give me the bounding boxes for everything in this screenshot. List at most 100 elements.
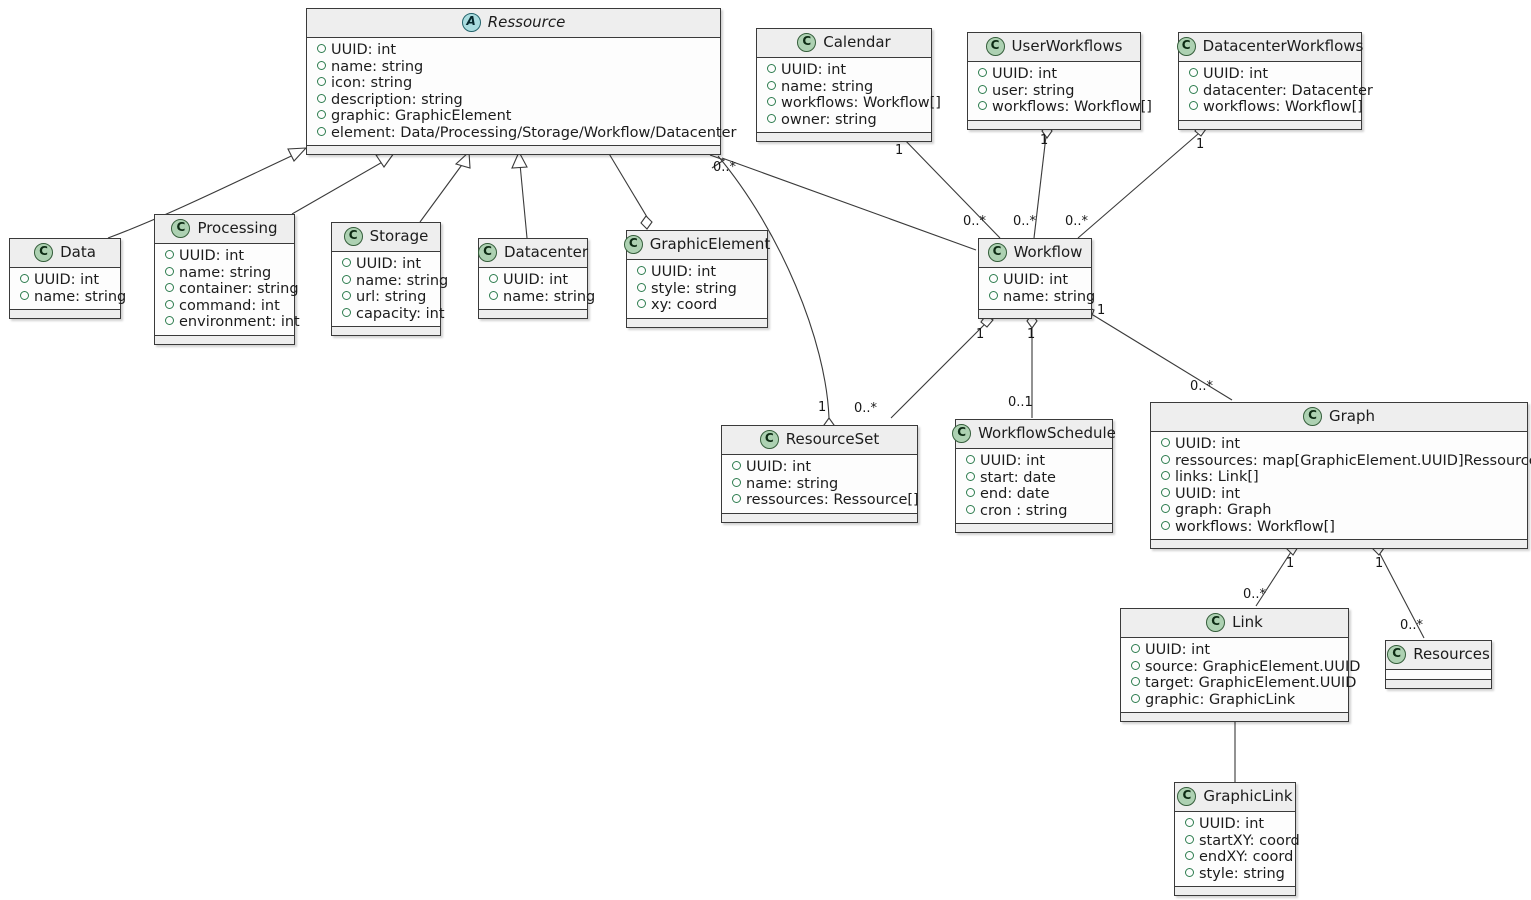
public-visibility-icon — [165, 299, 174, 309]
multiplicity-label: 1 — [895, 143, 904, 158]
attribute-text: environment: int — [179, 314, 300, 330]
multiplicity-label: 1 — [1196, 137, 1205, 152]
public-visibility-icon — [732, 477, 741, 487]
attribute-text: xy: coord — [651, 297, 718, 313]
multiplicity-label: 0..* — [1013, 214, 1037, 229]
attribute-row: name: string — [340, 273, 448, 290]
public-visibility-icon — [20, 290, 29, 300]
public-visibility-icon — [966, 455, 975, 464]
attribute-text: UUID: int — [980, 453, 1046, 469]
attribute-row: element: Data/Processing/Storage/Workflo… — [315, 125, 736, 142]
public-visibility-icon — [978, 84, 987, 94]
attribute-row: UUID: int — [635, 264, 761, 281]
attribute-text: cron : string — [980, 502, 1068, 519]
attribute-row: xy: coord — [635, 297, 761, 314]
attribute-text: workflows: Workflow[] — [1175, 518, 1335, 535]
attribute-text: name: string — [356, 272, 449, 289]
multiplicity-label: 0..* — [1243, 587, 1267, 602]
public-visibility-icon — [317, 60, 326, 70]
attribute-text: UUID: int — [1175, 485, 1241, 502]
public-visibility-icon — [637, 299, 646, 308]
class-name-resources: Resources — [1413, 645, 1490, 664]
public-visibility-icon — [165, 283, 174, 292]
class-name-graphiclink: GraphicLink — [1203, 787, 1293, 806]
public-visibility-icon — [767, 113, 776, 123]
attribute-row: cron : string — [964, 503, 1106, 520]
attribute-text: capacity: int — [356, 305, 445, 322]
attribute-row: graph: Graph — [1159, 502, 1521, 519]
public-visibility-icon — [342, 258, 351, 267]
attribute-row: ressources: map[GraphicElement.UUID]Ress… — [1159, 453, 1531, 470]
class-name-graph: Graph — [1328, 407, 1375, 426]
public-visibility-icon — [1131, 644, 1140, 653]
class-methods-compartment-graph — [1151, 539, 1527, 548]
attribute-text: icon: string — [331, 75, 413, 91]
attribute-row: name: string — [487, 289, 595, 306]
attribute-row: UUID: int — [163, 248, 288, 265]
class-stereotype-icon: C — [623, 235, 643, 254]
attribute-row: name: string — [987, 289, 1095, 306]
attribute-text: name: string — [503, 288, 596, 305]
attribute-text: datacenter: Datacenter — [1203, 82, 1373, 99]
attribute-text: workflows: Workflow[] — [781, 95, 941, 111]
public-visibility-icon — [489, 274, 498, 283]
attribute-text: user: string — [992, 82, 1075, 99]
public-visibility-icon — [317, 93, 326, 103]
multiplicity-label: 0..* — [713, 160, 737, 175]
attribute-row: end: date — [964, 486, 1106, 503]
attribute-row: start: date — [964, 470, 1106, 487]
class-name-storage: Storage — [369, 227, 429, 246]
multiplicity-label: 0..* — [963, 214, 987, 229]
public-visibility-icon — [20, 274, 29, 283]
class-methods-compartment-userworkflows — [968, 119, 1140, 129]
attribute-text: endXY: coord — [1199, 849, 1294, 865]
attribute-text: name: string — [1003, 288, 1096, 305]
class-methods-compartment-ressource — [307, 145, 720, 154]
public-visibility-icon — [1185, 851, 1194, 860]
attribute-row: container: string — [163, 281, 299, 298]
public-visibility-icon — [989, 290, 998, 300]
attribute-text: UUID: int — [992, 66, 1058, 82]
attribute-row: owner: string — [765, 112, 925, 129]
attribute-text: UUID: int — [746, 459, 812, 475]
attribute-text: UUID: int — [1003, 272, 1069, 288]
class-name-workflow: Workflow — [1013, 243, 1083, 262]
attribute-text: url: string — [356, 289, 427, 305]
multiplicity-label: 1 — [818, 400, 827, 415]
class-methods-compartment-processing — [155, 334, 294, 344]
class-methods-compartment-datacenter — [479, 309, 587, 318]
class-name-link: Link — [1232, 613, 1263, 632]
attribute-row: style: string — [1183, 866, 1289, 883]
multiplicity-label: 0..* — [1065, 214, 1089, 229]
